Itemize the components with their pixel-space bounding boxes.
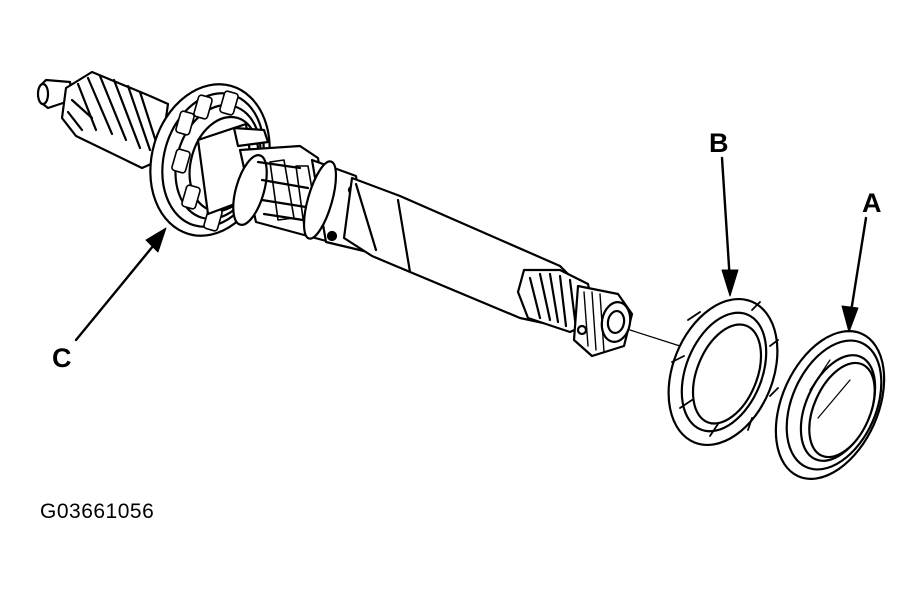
leader-arrows [74, 156, 868, 342]
center-line [629, 329, 681, 347]
oil-seal-a [774, 330, 886, 480]
main-shaft [232, 144, 634, 358]
figure-id: G03661056 [40, 500, 155, 523]
callout-label-b: B [709, 128, 729, 158]
thrust-washer-b [667, 297, 779, 447]
callout-label-c: C [52, 343, 72, 373]
pinion-gear [36, 70, 170, 170]
callout-label-a: A [862, 188, 882, 218]
